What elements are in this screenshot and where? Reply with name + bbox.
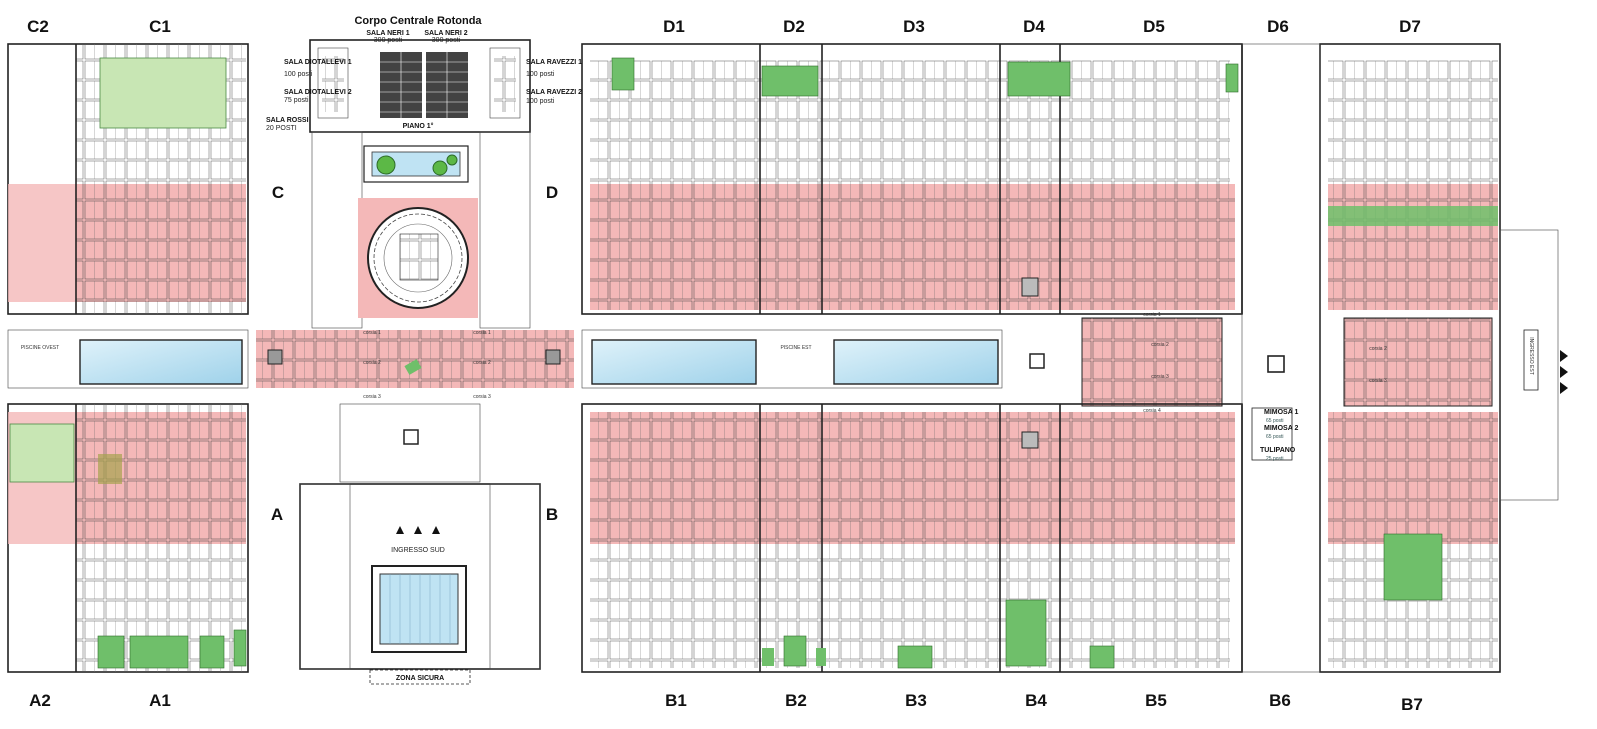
- mimosa-1-capacity: 65 posti: [1266, 418, 1284, 424]
- hall-c1-pink-zone: [76, 184, 246, 302]
- hall-label-b6: B6: [1269, 691, 1291, 710]
- corsia-3-label-left: corsia 3: [363, 394, 381, 400]
- sector-label-b: B: [546, 505, 558, 524]
- sala-neri-1-label: SALA NERI 1: [366, 30, 409, 37]
- sector-label-a: A: [271, 505, 283, 524]
- piscine-ovest-band: [7, 329, 249, 389]
- mimosa-1-label: MIMOSA 1: [1264, 409, 1298, 416]
- center-title: Corpo Centrale Rotonda: [354, 15, 482, 27]
- hall-label-d7: D7: [1399, 17, 1421, 36]
- piano-label: PIANO 1°: [403, 122, 434, 130]
- hall-c2-pink-zone: [8, 184, 76, 302]
- central-band-pink-zone: [256, 330, 574, 388]
- sala-diotallevi-2-capacity: 75 posti: [284, 97, 309, 104]
- pool-east-1: [591, 339, 757, 385]
- hall-label-d5: D5: [1143, 17, 1165, 36]
- sala-ravezzi-1-capacity: 100 posti: [526, 71, 555, 78]
- hall-label-b2: B2: [785, 691, 807, 710]
- hall-d6-b6-corridor: [1241, 43, 1321, 673]
- sector-label-c: C: [272, 183, 284, 202]
- corsia-3-label-right: corsia 3: [473, 394, 491, 400]
- left-block-south: [7, 403, 249, 673]
- hall-label-b7: B7: [1401, 695, 1423, 714]
- sala-diotallevi-1-capacity: 100 posti: [284, 71, 313, 78]
- sala-neri-1-capacity: 300 posti: [374, 37, 403, 44]
- corsia-2-label-d7: corsia 2: [1369, 346, 1387, 352]
- hall-label-d1: D1: [663, 17, 685, 36]
- mimosa-2-label: MIMOSA 2: [1264, 425, 1298, 432]
- corsia-1-label-right: corsia 1: [473, 330, 491, 336]
- hall-label-c2: C2: [27, 17, 49, 36]
- tulipano-label: TULIPANO: [1260, 447, 1296, 454]
- zona-sicura-label: ZONA SICURA: [396, 675, 444, 682]
- hall-label-a2: A2: [29, 691, 51, 710]
- hall-label-d2: D2: [783, 17, 805, 36]
- pool-west: [79, 339, 243, 385]
- sala-rossi-label: SALA ROSSI: [266, 117, 309, 124]
- ingresso-sud-label: INGRESSO SUD: [391, 547, 445, 554]
- hall-label-b3: B3: [905, 691, 927, 710]
- hall-d5-mid-pink: [1081, 317, 1223, 407]
- piscine-est-label: PISCINE EST: [780, 345, 811, 351]
- piscine-est-band: [581, 317, 1285, 407]
- right-block-north: [581, 43, 1243, 315]
- hall-label-d3: D3: [903, 17, 925, 36]
- sala-neri-2-label: SALA NERI 2: [424, 30, 467, 37]
- hall-label-a1: A1: [149, 691, 171, 710]
- corsia-3-label-d5: corsia 3: [1151, 374, 1169, 380]
- mimosa-2-capacity: 65 posti: [1266, 434, 1284, 440]
- hall-a1-olive-stand: [98, 454, 122, 484]
- hall-c1-green-area: [99, 57, 227, 129]
- sala-ravezzi-2-capacity: 100 posti: [526, 98, 555, 105]
- hall-label-b1: B1: [665, 691, 687, 710]
- piscine-ovest-label: PISCINE OVEST: [21, 345, 59, 351]
- sala-diotallevi-2-label: SALA DIOTALLEVI 2: [284, 89, 352, 96]
- sala-ravezzi-2-label: SALA RAVEZZI 2: [526, 89, 582, 96]
- sala-ravezzi-1-label: SALA RAVEZZI 1: [526, 59, 582, 66]
- center-rotonda: [256, 39, 574, 685]
- right-block-south: [581, 403, 1243, 673]
- hall-label-b5: B5: [1145, 691, 1167, 710]
- sala-rossi-capacity: 20 POSTI: [266, 125, 297, 132]
- corsia-1-label-left: corsia 1: [363, 330, 381, 336]
- hall-label-c1: C1: [149, 17, 171, 36]
- corsia-1-label-d5: corsia 1: [1143, 312, 1161, 318]
- left-block-north: [7, 43, 249, 315]
- hall-a2-green-area: [9, 423, 75, 483]
- corsia-2-label-right: corsia 2: [473, 360, 491, 366]
- corsia-3-label-d7: corsia 3: [1369, 378, 1387, 384]
- sala-neri-2-capacity: 300 posti: [432, 37, 461, 44]
- halls-b-pink-zone: [590, 412, 1235, 544]
- halls-d-pink-zone: [590, 184, 1235, 310]
- sala-diotallevi-1-label: SALA DIOTALLEVI 1: [284, 59, 352, 66]
- hall-label-d6: D6: [1267, 17, 1289, 36]
- corsia-2-label-d5: corsia 2: [1151, 342, 1169, 348]
- hall-label-d4: D4: [1023, 17, 1045, 36]
- far-right-block: [1319, 43, 1568, 673]
- tulipano-capacity: 25 posti: [1266, 456, 1284, 462]
- sector-label-d: D: [546, 183, 558, 202]
- corsia-2-label-left: corsia 2: [363, 360, 381, 366]
- hall-label-b4: B4: [1025, 691, 1047, 710]
- ingresso-est-label: INGRESSO EST: [1528, 337, 1534, 375]
- corsia-4-label-d5: corsia 4: [1143, 408, 1161, 414]
- pool-east-2: [833, 339, 999, 385]
